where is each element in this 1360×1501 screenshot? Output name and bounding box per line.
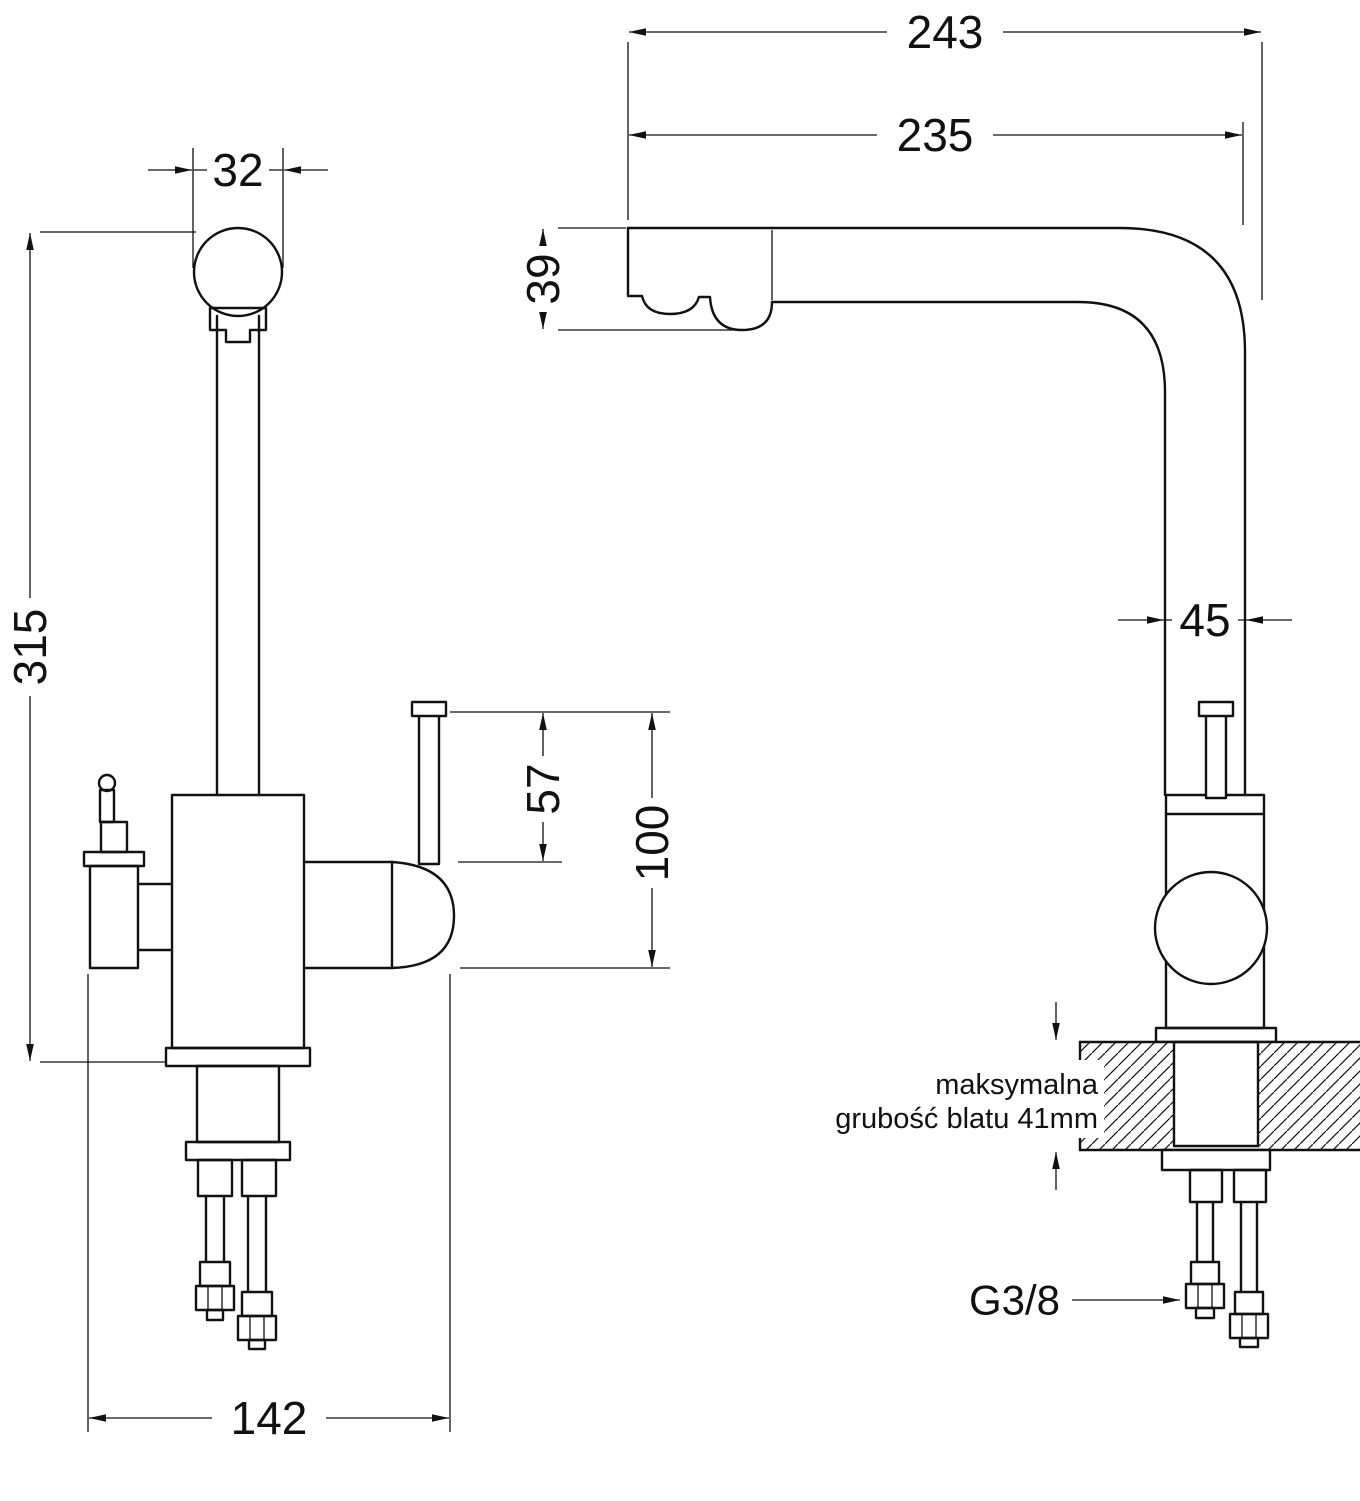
dimension-142: 142 <box>87 974 451 1444</box>
filtered-water-outlet <box>82 773 174 970</box>
dimension-235-label: 235 <box>897 109 974 161</box>
dimension-39: 39 <box>517 227 740 331</box>
side-lever <box>1197 700 1235 800</box>
countertop-thickness-callout: maksymalna grubość blatu 41mm <box>835 1002 1104 1190</box>
base-flange <box>164 1046 312 1068</box>
dimension-57: 57 <box>450 711 670 863</box>
dimension-142-label: 142 <box>231 1392 308 1444</box>
side-mounting-thread <box>1172 1040 1260 1148</box>
mounting-thread <box>195 1064 281 1144</box>
spout-head <box>626 226 774 332</box>
dimension-100: 100 <box>460 713 678 969</box>
front-view <box>82 226 456 1351</box>
countertop <box>1078 1040 1360 1152</box>
side-base-flange <box>1154 1026 1278 1044</box>
side-view <box>626 226 1360 1349</box>
mixer-cartridge-housing <box>302 860 456 970</box>
countertop-note-line1: maksymalna <box>935 1069 1099 1101</box>
spout-arm <box>626 226 1247 797</box>
dimension-32: 32 <box>148 144 328 268</box>
riser-pipe <box>215 314 261 797</box>
side-supply-hoses <box>1184 1168 1270 1349</box>
side-mounting-nut <box>1160 1148 1272 1172</box>
dimension-100-label: 100 <box>626 805 678 882</box>
dimension-235: 235 <box>629 109 1244 225</box>
dimension-45-label: 45 <box>1179 594 1230 646</box>
aerator-head <box>208 306 268 344</box>
mixer-body <box>170 793 306 1050</box>
dimension-39-label: 39 <box>517 253 569 304</box>
ball-joint <box>1153 870 1269 986</box>
dimension-57-label: 57 <box>517 763 569 814</box>
countertop-note-line2: grubość blatu 41mm <box>835 1103 1098 1135</box>
mounting-nut <box>184 1140 292 1162</box>
dimension-32-label: 32 <box>212 144 263 196</box>
thread-size-label: G3/8 <box>969 1277 1060 1324</box>
dimension-45: 45 <box>1118 594 1292 646</box>
supply-hoses <box>194 1158 278 1351</box>
dimension-315-label: 315 <box>4 609 56 686</box>
dimension-243: 243 <box>627 6 1263 300</box>
dimension-243-label: 243 <box>907 6 984 58</box>
thread-size-callout: G3/8 <box>969 1277 1180 1324</box>
spout-ball <box>192 226 284 318</box>
dimension-315: 315 <box>4 231 196 1063</box>
mixer-lever <box>410 700 448 866</box>
